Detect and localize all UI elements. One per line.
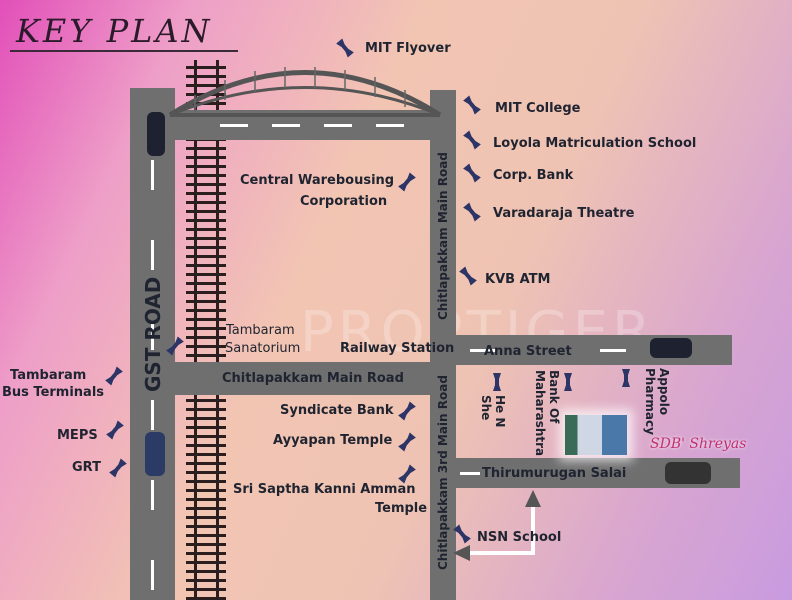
mit-flyover-bridge — [168, 67, 442, 118]
landmark-he-n-she-2: She — [479, 395, 493, 421]
anna-street-label: Anna Street — [484, 344, 572, 359]
landmark-saptha-kanni-2: Temple — [375, 501, 428, 516]
car-icon — [145, 432, 165, 476]
car-icon — [147, 112, 165, 156]
chitlapakkam-main-road-horizontal — [175, 362, 435, 395]
landmark-corp-bank: Corp. Bank — [493, 168, 574, 183]
location-pin-icon — [458, 198, 486, 226]
location-pin-icon — [454, 262, 482, 290]
location-pin-icon — [487, 372, 507, 392]
third-main-road-label: Chitlapakkam 3rd Main Road — [436, 375, 450, 570]
car-icon — [665, 462, 711, 484]
gst-road-label: GST ROAD — [141, 276, 165, 392]
landmark-bus-terminal-2: Bus Terminals — [2, 385, 105, 400]
landmark-meps: MEPS — [57, 428, 98, 443]
landmark-tambaram-sanatorium-2: Sanatorium — [225, 341, 301, 356]
route-arrow — [453, 490, 541, 561]
map-title: KEY PLAN — [16, 12, 213, 50]
landmark-saptha-kanni: Sri Saptha Kanni Amman — [233, 482, 416, 497]
chitlapakkam-main-road-vertical — [430, 90, 456, 600]
location-pin-icon — [101, 416, 129, 444]
rail — [216, 60, 219, 600]
lane-dash — [151, 160, 154, 600]
main-road-v-label: Chitlapakkam Main Road — [436, 152, 450, 320]
landmark-central-warehousing: Central Warebousing — [240, 173, 395, 188]
location-pin-icon — [458, 159, 486, 187]
location-pin-icon — [331, 34, 359, 62]
landmark-central-warehousing-2: Corporation — [300, 194, 388, 209]
landmark-nsn-school: NSN School — [477, 530, 562, 545]
location-pin-icon — [616, 368, 636, 388]
location-pin-icon — [393, 168, 421, 196]
location-pin-icon — [100, 362, 128, 390]
car-icon — [650, 338, 692, 358]
rail — [194, 60, 197, 600]
landmark-syndicate-bank: Syndicate Bank — [280, 403, 394, 418]
landmark-appolo-pharmacy-2: Pharmacy — [643, 368, 657, 435]
landmark-loyola: Loyola Matriculation School — [493, 136, 697, 151]
location-pin-icon — [393, 428, 421, 456]
landmark-tambaram-sanatorium: Tambaram — [226, 323, 295, 338]
location-pin-icon — [161, 332, 189, 360]
location-pin-icon — [393, 397, 421, 425]
lane-dash — [470, 349, 720, 352]
location-pin-icon — [458, 91, 486, 119]
location-pin-icon — [558, 372, 578, 392]
landmark-bus-terminal: Tambaram — [10, 368, 87, 383]
project-name: SDB' Shreyas — [650, 436, 747, 452]
landmark-bank-of-maharashtra-2: Maharashtra — [533, 370, 547, 457]
title-underline — [10, 50, 238, 52]
railway-track — [186, 60, 226, 600]
project-building-image — [565, 415, 627, 455]
location-pin-icon — [104, 454, 132, 482]
landmark-kvb-atm: KVB ATM — [485, 272, 551, 287]
landmark-mit-flyover: MIT Flyover — [365, 41, 451, 56]
landmark-ayyapan-temple: Ayyapan Temple — [273, 433, 393, 448]
lane-dash — [220, 124, 420, 127]
location-pin-icon — [393, 460, 421, 488]
thirumurugan-salai-label: Thirumurugan Salai — [482, 466, 627, 481]
landmark-railway-station: Railway Station — [340, 341, 455, 356]
main-road-h-label: Chitlapakkam Main Road — [222, 371, 404, 386]
landmark-mit-college: MIT College — [495, 101, 581, 116]
location-pin-icon — [448, 520, 476, 548]
landmark-varadaraja: Varadaraja Theatre — [493, 206, 635, 221]
lane-dash — [460, 472, 730, 475]
landmark-grt: GRT — [72, 460, 101, 475]
location-pin-icon — [458, 126, 486, 154]
